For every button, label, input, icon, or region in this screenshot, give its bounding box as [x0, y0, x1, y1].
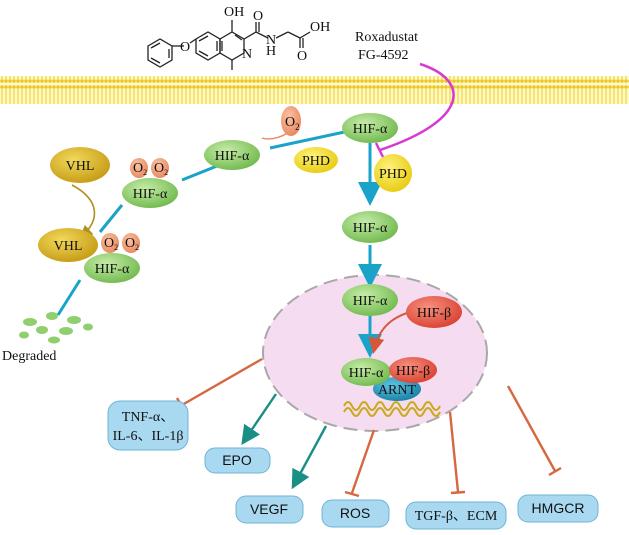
hif-alpha-label-nuclear: HIF-α: [353, 294, 388, 309]
hif-alpha-label-vhl-bound: HIF-α: [95, 262, 130, 277]
o2-bubble-c: [101, 233, 119, 253]
vhl-node-top: [50, 147, 110, 183]
o2-bubble-a: [130, 158, 148, 178]
arnt-label: ARNT: [378, 383, 417, 398]
atom-o-ether: O: [180, 40, 190, 55]
atom-oh-acid: OH: [310, 20, 330, 35]
degraded-label: Degraded: [2, 349, 56, 364]
drug-code: FG-4592: [358, 48, 409, 63]
hif-beta-node: [406, 296, 462, 328]
hif-alpha-label-complex: HIF-α: [349, 366, 384, 381]
atom-n-ring: N: [242, 47, 252, 62]
vhl-label-bound: VHL: [54, 239, 83, 254]
atom-h-amide: H: [266, 44, 276, 59]
hif-alpha-label-stabilized: HIF-α: [353, 221, 388, 236]
atom-o-amide: O: [253, 9, 263, 24]
target-vegf: VEGF: [250, 501, 288, 517]
hif-alpha-label-top: HIF-α: [353, 122, 388, 137]
vhl-node-bound: [38, 228, 98, 262]
hif-alpha-node-stabilized: [342, 211, 398, 243]
hif-alpha-node-complex: [341, 358, 391, 386]
cell-membrane: [0, 76, 629, 104]
o2-bubble-d: [122, 233, 140, 253]
target-tgf: TGF-β、ECM: [415, 509, 498, 524]
hif-alpha-node-nuclear: [342, 284, 398, 316]
hif-alpha-node-top: [342, 113, 398, 143]
vhl-label-top: VHL: [66, 159, 95, 174]
hif-beta-label-complex: HIF-β: [396, 364, 430, 379]
phd-label-mid: PHD: [302, 154, 330, 169]
o2-label-a: O2: [133, 161, 147, 177]
hif-alpha-node-2: [204, 140, 260, 170]
atom-n-amide: N: [266, 33, 276, 48]
degraded-fragments: [19, 312, 93, 344]
target-box-ros: [321, 499, 390, 528]
hif-beta-recruit-arrow: [368, 311, 411, 354]
hif-alpha-label-2: HIF-α: [215, 149, 250, 164]
target-box-tnf: [107, 400, 189, 451]
phd-node-mid: [294, 147, 338, 173]
drug-name: Roxadustat: [355, 30, 418, 45]
hif-beta-node-complex: [389, 357, 437, 383]
o2-label-b: O2: [154, 161, 168, 177]
drug-inhibit-arrow: [379, 62, 455, 152]
dna-wave: [343, 401, 441, 411]
phd-node-inhibited: [374, 154, 412, 192]
target-tnf-line1: TNF-α、: [122, 410, 174, 425]
atom-o-acid: O: [297, 49, 307, 64]
target-box-hmgcr: [517, 494, 599, 523]
target-hmgcr: HMGCR: [532, 500, 585, 516]
atom-oh-top: OH: [224, 5, 244, 20]
o2-bubble-top: [281, 106, 301, 136]
hif-alpha-node-vhl-bound: [84, 253, 140, 283]
target-box-vegf: [235, 495, 304, 524]
drug-inhibit-bar: [374, 142, 385, 158]
arnt-node: [373, 377, 421, 401]
vhl-bind-arrow: [71, 184, 96, 239]
o2-bubble-b: [151, 158, 169, 178]
o2-label-d: O2: [125, 236, 139, 252]
hif-alpha-node-hydroxylated: [122, 178, 178, 208]
phd-label-inhibited: PHD: [379, 167, 407, 182]
target-epo: EPO: [222, 452, 252, 468]
target-ros: ROS: [340, 505, 370, 521]
dna-wave-2: [343, 407, 441, 417]
roxadustat-structure: [147, 20, 311, 70]
target-box-tgf: [405, 501, 507, 530]
target-tnf-line2: IL-6、IL-1β: [113, 429, 184, 444]
target-box-epo: [204, 447, 271, 474]
o2-label-c: O2: [104, 236, 118, 252]
hif-beta-label: HIF-β: [417, 306, 451, 321]
nucleus-effect-lines: [175, 357, 562, 498]
hif-alpha-label-hydroxylated: HIF-α: [133, 187, 168, 202]
o2-label-top: O2: [285, 115, 300, 132]
